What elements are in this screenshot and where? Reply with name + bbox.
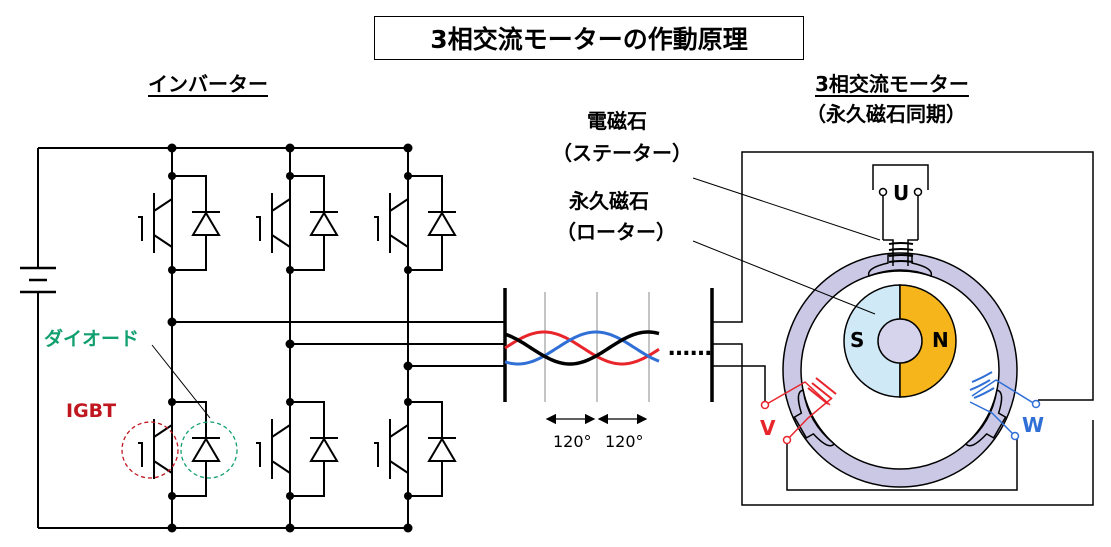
- phase-u-label: U: [893, 181, 910, 205]
- switch-stroke: [256, 442, 261, 467]
- pole-piece-w: [964, 389, 1007, 447]
- waveform-section: [503, 288, 714, 425]
- switch-stroke: [256, 216, 261, 241]
- diode-leader-line: [151, 344, 211, 419]
- switch-stroke: [309, 437, 339, 462]
- switch-stroke: [389, 460, 409, 474]
- diagram-title: 3相交流モーターの作動原理: [374, 16, 804, 60]
- inverter-circuit: [20, 147, 505, 529]
- junction-dots: [167, 143, 413, 533]
- stator-label: （ステーター）: [552, 141, 692, 165]
- pole-piece-v: [793, 389, 836, 447]
- switch-stroke: [191, 437, 221, 462]
- switch-stroke: [389, 424, 409, 438]
- rotor-label: （ローター）: [556, 220, 676, 244]
- switch-stroke: [153, 198, 173, 212]
- switch-stroke: [153, 234, 173, 248]
- rotor-pole-n: N: [932, 328, 949, 352]
- rotor-s-half: [843, 284, 901, 398]
- phase-angle-label-2: 120°: [605, 432, 644, 451]
- rotor-n-half: [899, 284, 957, 398]
- switch-stroke: [427, 211, 457, 236]
- switch-stroke: [309, 211, 339, 236]
- switch-stroke: [271, 234, 291, 248]
- inverter-label: インバーター: [148, 72, 268, 96]
- switch-stroke: [374, 442, 379, 467]
- electromagnet-label: 電磁石: [587, 109, 647, 133]
- switch-stroke: [153, 460, 173, 474]
- rotor-shaft: [877, 318, 923, 364]
- switch-stroke: [374, 216, 379, 241]
- switch-stroke: [271, 424, 291, 438]
- wave-phase-blue: [504, 330, 660, 366]
- motor-subtitle-label: （永久磁石同期）: [806, 102, 966, 126]
- switch-stroke: [271, 460, 291, 474]
- pole-piece-u: [867, 254, 933, 277]
- switch-stroke: [427, 437, 457, 462]
- rotor-pole-s: S: [850, 328, 865, 352]
- igbt-label: IGBT: [66, 400, 117, 422]
- wave-phase-red: [504, 330, 660, 366]
- motor-title-label: 3相交流モーター: [815, 72, 969, 96]
- wave-phase-black: [504, 330, 660, 366]
- permanent-magnet-label: 永久磁石: [569, 189, 649, 213]
- switch-stroke: [153, 424, 173, 438]
- switch-stroke: [191, 211, 221, 236]
- motor: [692, 151, 1094, 506]
- switch-stroke: [138, 216, 143, 241]
- continuation-dots: ……: [668, 336, 712, 361]
- switch-stroke: [271, 198, 291, 212]
- switch-stroke: [138, 442, 143, 467]
- phase-w-label: W: [1022, 413, 1045, 437]
- phase-angle-label-1: 120°: [553, 432, 592, 451]
- switch-stroke: [389, 198, 409, 212]
- diode-highlight-circle: [180, 421, 238, 479]
- switch-stroke: [389, 234, 409, 248]
- diode-label: ダイオード: [44, 328, 140, 350]
- phase-v-label: V: [760, 416, 776, 440]
- igbt-highlight-circle: [121, 421, 179, 479]
